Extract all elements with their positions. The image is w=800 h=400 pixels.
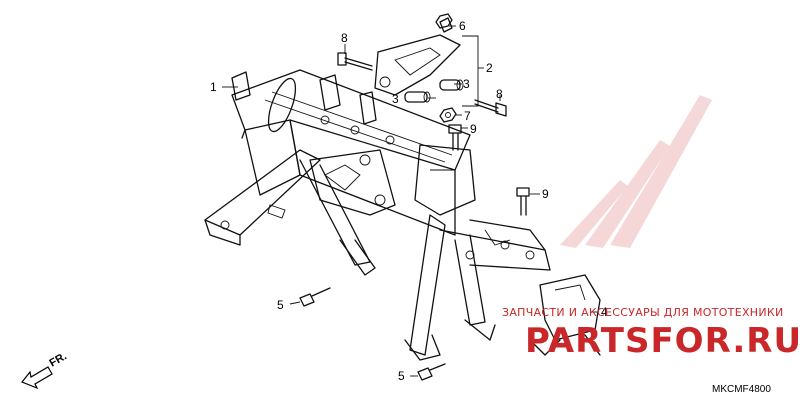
bolt-9-lower (516, 187, 530, 216)
watermark-tagline: ЗАПЧАСТИ И АКСЕССУАРЫ ДЛЯ МОТОТЕХНИКИ (502, 306, 784, 319)
bracket-4 (529, 274, 601, 356)
watermark-brand: PARTSFOR.RU (525, 321, 800, 361)
collars (404, 79, 464, 103)
front-direction-arrow (21, 366, 53, 390)
front-direction-label: FR. (48, 350, 69, 369)
bolt-9-upper (448, 124, 462, 151)
callout-9-upper: 9 (470, 122, 477, 136)
frame-right-leg (404, 214, 551, 361)
frame-center-gussets (309, 144, 476, 216)
bolt-8-upper (337, 52, 373, 71)
bolt-5-left (299, 287, 331, 307)
brand-wing-watermark (560, 95, 712, 248)
leader-lines (222, 25, 598, 377)
callout-2: 2 (486, 61, 493, 75)
callout-3-right: 3 (463, 77, 470, 91)
callout-5-left: 5 (277, 298, 284, 312)
callout-3-left: 3 (392, 92, 399, 106)
bolt-5-bottom (417, 363, 446, 381)
callout-7: 7 (464, 109, 471, 123)
diagram-code: MKCMF4800 (712, 384, 771, 395)
frame-upper-crossbar (231, 69, 471, 236)
callout-6: 6 (459, 19, 466, 33)
callout-4: 4 (601, 305, 608, 319)
frame-left-leg (204, 149, 376, 276)
nut-7 (439, 107, 457, 123)
callout-1: 1 (210, 80, 217, 94)
callout-8-right: 8 (496, 87, 503, 101)
callout-8-upper: 8 (341, 31, 348, 45)
callout-9-lower: 9 (542, 187, 549, 201)
callout-5-bottom: 5 (398, 369, 405, 383)
bolt-8-right (474, 99, 507, 117)
nut-6 (435, 13, 453, 29)
upper-bracket (374, 17, 461, 96)
